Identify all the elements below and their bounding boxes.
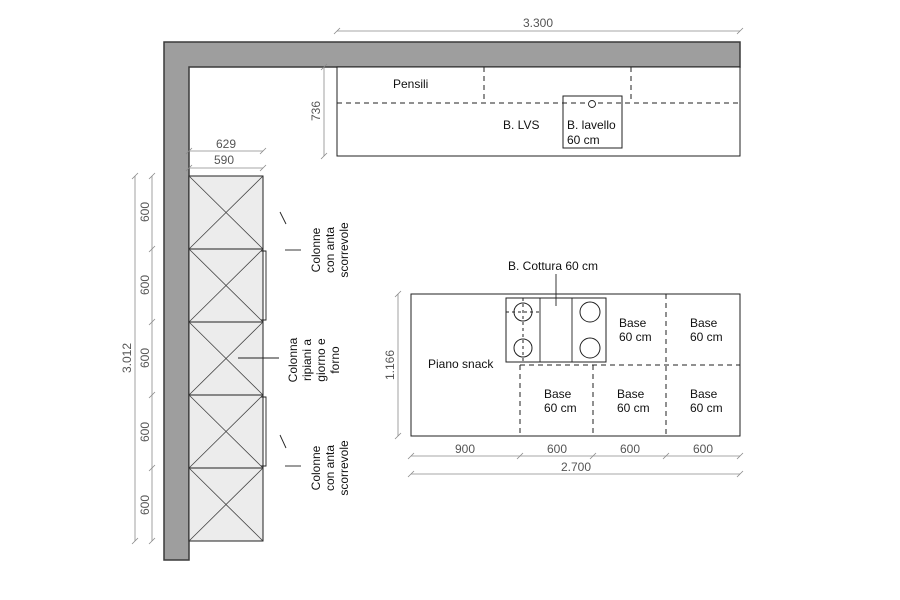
- island-seg-4: 600: [693, 442, 713, 456]
- column-module-dimensions: 600 600 600 600 600: [138, 172, 156, 545]
- svg-text:forno: forno: [328, 346, 342, 374]
- base-label-upper-2: Base: [690, 316, 718, 330]
- b-lavello-label: B. lavello: [567, 118, 616, 132]
- svg-text:scorrevole: scorrevole: [337, 440, 351, 496]
- module-dim-2: 600: [138, 275, 152, 295]
- island-total-dimension: 2.700: [407, 460, 744, 478]
- top-width-dimension: 3.300: [333, 16, 744, 35]
- svg-text:scorrevole: scorrevole: [337, 222, 351, 278]
- upper-counter-run: [336, 66, 741, 157]
- base-label-lower-3: Base: [690, 387, 718, 401]
- island-total-label: 2.700: [561, 460, 591, 474]
- b-lavello-size-label: 60 cm: [567, 133, 600, 147]
- island-seg-1: 900: [455, 442, 475, 456]
- sliding-columns-label-bottom: Colonne con anta scorrevole: [309, 440, 351, 496]
- island-seg-2: 600: [547, 442, 567, 456]
- cottura-label: B. Cottura 60 cm: [508, 259, 598, 273]
- svg-text:ripiani a: ripiani a: [300, 339, 314, 381]
- island-seg-3: 600: [620, 442, 640, 456]
- island-segment-dimensions: 900 600 600 600: [407, 442, 744, 460]
- wall-height-dimension: 3.012: [120, 172, 139, 545]
- burner-icon: [579, 337, 601, 359]
- island-depth-dimension: 1.166: [383, 290, 402, 440]
- upper-depth-label: 736: [309, 101, 323, 121]
- module-dim-1: 600: [138, 202, 152, 222]
- wall-height-label: 3.012: [120, 343, 134, 373]
- tall-column-units: [188, 175, 264, 542]
- cooktop: [505, 297, 607, 363]
- module-dim-3: 600: [138, 348, 152, 368]
- base-label-lower-1: Base: [544, 387, 572, 401]
- base-size-upper-1: 60 cm: [619, 330, 652, 344]
- l-shaped-wall: [163, 41, 741, 561]
- base-size-lower-2: 60 cm: [617, 401, 650, 415]
- svg-text:con anta: con anta: [323, 445, 337, 491]
- island-depth-label: 1.166: [383, 350, 397, 380]
- svg-text:con anta: con anta: [323, 227, 337, 273]
- base-size-lower-3: 60 cm: [690, 401, 723, 415]
- svg-text:Colonne: Colonne: [309, 445, 323, 490]
- top-width-label: 3.300: [523, 16, 553, 30]
- svg-text:Colonna: Colonna: [286, 337, 300, 382]
- upper-depth-dimension: 736: [309, 63, 328, 160]
- sink-outline: [562, 95, 623, 149]
- module-dim-5: 600: [138, 495, 152, 515]
- column-depth-dimensions: 629 590: [185, 137, 267, 172]
- base-size-lower-1: 60 cm: [544, 401, 577, 415]
- svg-text:giorno e: giorno e: [314, 338, 328, 382]
- piano-snack-label: Piano snack: [428, 357, 494, 371]
- pensili-label: Pensili: [393, 77, 428, 91]
- base-size-upper-2: 60 cm: [690, 330, 723, 344]
- sliding-columns-label-top: Colonne con anta scorrevole: [309, 222, 351, 278]
- module-dim-4: 600: [138, 422, 152, 442]
- burner-icon: [579, 301, 601, 323]
- sink-drain-icon: [588, 100, 596, 108]
- b-lvs-label: B. LVS: [503, 118, 539, 132]
- column-inner-label: 590: [214, 153, 234, 167]
- column-outer-label: 629: [216, 137, 236, 151]
- svg-text:Colonne: Colonne: [309, 227, 323, 272]
- base-label-lower-2: Base: [617, 387, 645, 401]
- oven-column-label: Colonna ripiani a giorno e forno: [286, 337, 342, 382]
- base-label-upper-1: Base: [619, 316, 647, 330]
- sliding-door-markers: [261, 211, 287, 467]
